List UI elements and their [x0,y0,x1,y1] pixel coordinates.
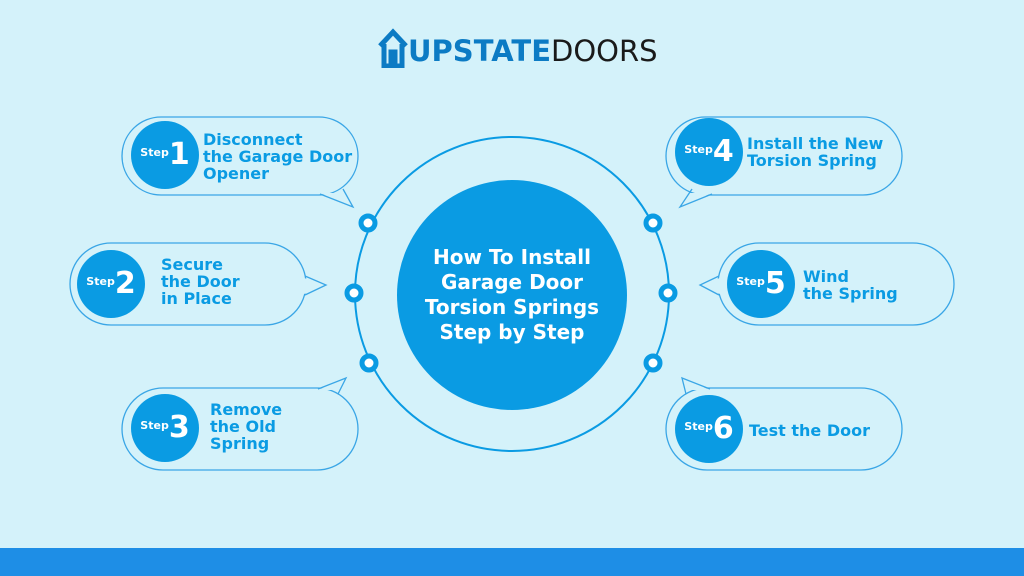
step-text-3: Remove the Old Spring [210,400,283,453]
footer-bar [0,548,1024,576]
bubble-tails [304,188,720,395]
step-text-5: Wind the Spring [803,267,898,303]
ring-dot [359,353,379,373]
step-number: 5 [764,266,786,301]
ring-dot [643,353,663,373]
bubble-3 [121,387,359,471]
step-text-4: Install the New Torsion Spring [747,134,884,170]
step-text-6: Test the Door [749,421,870,440]
bubble-1 [121,116,359,196]
title-line: Torsion Springs [424,295,600,319]
step-word: Step [684,142,713,156]
step-word: Step [86,274,115,288]
ring-dot [344,283,364,303]
house-icon [378,28,408,68]
step-word: Step [736,274,765,288]
step-number: 4 [712,134,734,169]
step-word: Step [140,145,169,159]
step-number: 1 [168,137,190,172]
title-line: Garage Door [440,270,584,294]
ring-dot [358,213,378,233]
title-line: How To Install [433,245,591,269]
step-text-1: Disconnect the Garage Door Opener [203,130,353,183]
step-word: Step [684,419,713,433]
ring-dot [643,213,663,233]
logo-text-doors: DOORS [551,34,658,68]
logo-text-upstate: UPSTATE [408,34,552,68]
bubble-6 [665,387,903,471]
step-number: 3 [168,410,190,445]
center-title: How To Install Garage Door Torsion Sprin… [397,180,627,410]
step-number: 2 [114,266,136,301]
bubble-4 [665,116,903,196]
title-line: Step by Step [439,320,585,344]
ring-dot [658,283,678,303]
step-word: Step [140,418,169,432]
step-text-2: Secure the Door in Place [161,255,240,308]
step-number: 6 [712,411,734,446]
